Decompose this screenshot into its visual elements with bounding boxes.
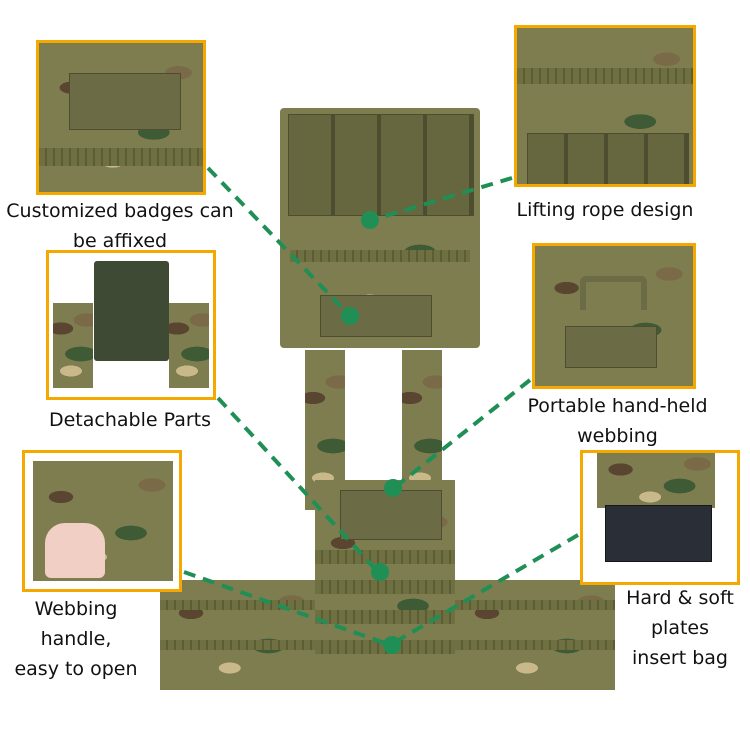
plates-bag-vest — [597, 453, 715, 508]
side-pouches-left — [160, 580, 315, 690]
caption-portable-handle: Portable hand-held webbing — [515, 391, 720, 451]
side-webbing-right — [455, 600, 615, 610]
side-webbing-left-2 — [160, 640, 315, 650]
callout-image-detachable — [46, 250, 216, 400]
hands-opening — [45, 523, 105, 578]
front-patch — [340, 490, 442, 540]
caption-line: insert bag — [632, 647, 728, 669]
molle-webbing-front-1 — [315, 550, 455, 564]
caption-badges: Customized badges can be affixed — [0, 196, 240, 256]
caption-line: Portable hand-held — [527, 395, 708, 417]
caption-line: Customized badges can — [6, 200, 234, 222]
handle-patch — [565, 326, 657, 368]
callout-image-plates-bag — [580, 450, 740, 585]
side-webbing-right-2 — [455, 640, 615, 650]
caption-line: plates — [650, 617, 710, 639]
caption-plates-bag: Hard & soft plates insert bag — [615, 583, 745, 673]
caption-line: Detachable Parts — [48, 409, 212, 431]
callout-image-lifting-rope — [514, 25, 696, 187]
side-webbing-left — [160, 600, 315, 610]
magazine-pouches — [288, 114, 474, 216]
caption-line: Webbing — [34, 598, 118, 620]
badge-webbing — [39, 148, 203, 166]
molle-webbing-front-2 — [315, 580, 455, 594]
side-pouches-right — [455, 580, 615, 690]
detachable-pouches-right — [169, 303, 209, 388]
lifting-rope-webbing — [517, 68, 693, 84]
callout-image-webbing-handle — [22, 450, 182, 592]
caption-detachable: Detachable Parts — [30, 405, 230, 435]
molle-webbing-front-4 — [315, 640, 455, 654]
badge-velcro-panel — [69, 73, 181, 130]
caption-line: handle, — [40, 628, 112, 650]
caption-webbing-handle: Webbing handle, easy to open — [0, 594, 152, 684]
caption-line: Lifting rope design — [516, 199, 694, 221]
caption-line: be affixed — [72, 230, 168, 252]
molle-webbing-front-3 — [315, 610, 455, 624]
detachable-pouches-left — [53, 303, 93, 388]
lifting-rope-pouches — [527, 133, 689, 184]
plates-insert-bag — [605, 505, 712, 562]
caption-line: Hard & soft — [626, 587, 734, 609]
molle-webbing-upper — [290, 250, 470, 262]
detachable-back-plate — [94, 261, 169, 361]
caption-lifting-rope: Lifting rope design — [505, 195, 705, 225]
callout-image-badges — [36, 40, 206, 195]
caption-line: easy to open — [14, 658, 138, 680]
handle-loop — [580, 276, 647, 310]
callout-image-portable-handle — [532, 243, 696, 389]
badge-patch — [320, 295, 432, 337]
caption-line: webbing — [577, 425, 658, 447]
